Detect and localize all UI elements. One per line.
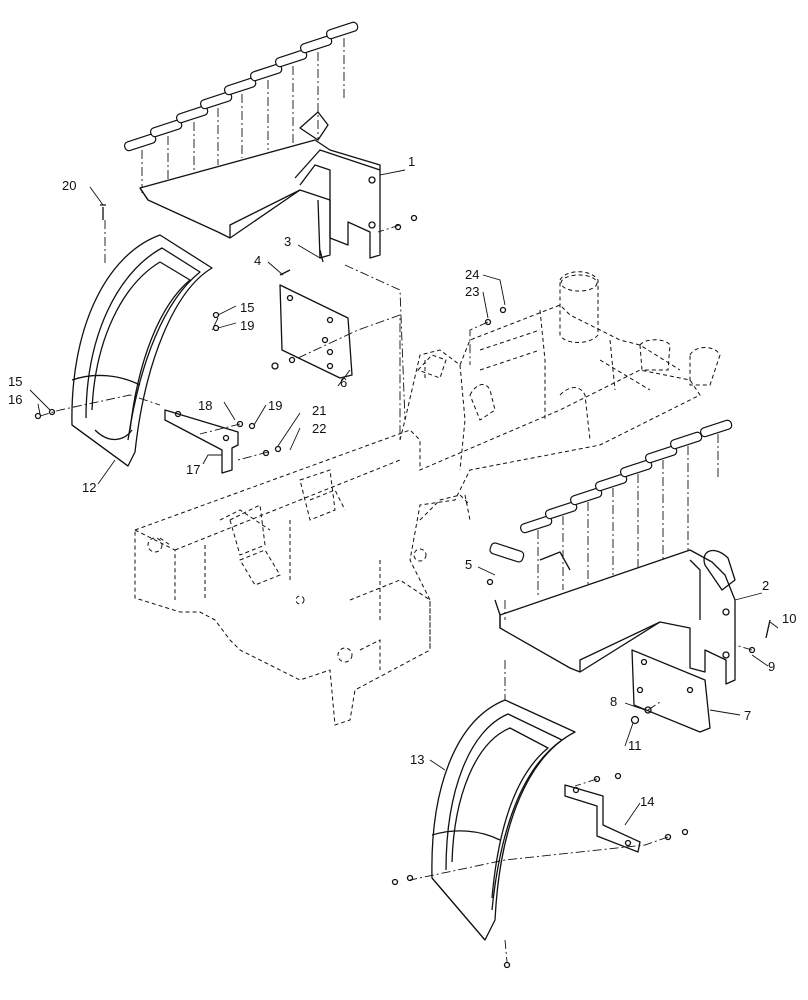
callout-20: 20 — [62, 178, 76, 193]
callout-4: 4 — [254, 253, 261, 268]
lower-step-platform — [494, 549, 736, 685]
callout-18: 18 — [198, 398, 212, 413]
callout-6: 6 — [340, 375, 347, 390]
right-fender-bracket — [564, 784, 641, 853]
callout-15-upper: 15 — [240, 300, 254, 315]
lower-mud-flap-plate — [631, 649, 711, 733]
callout-16: 16 — [8, 392, 22, 407]
tread-pad — [489, 542, 525, 563]
fastener-hardware — [34, 204, 771, 969]
callout-21: 21 — [312, 403, 326, 418]
callout-22: 22 — [312, 421, 326, 436]
callout-9: 9 — [768, 659, 775, 674]
callout-5: 5 — [465, 557, 472, 572]
callout-labels: 1 2 3 4 5 6 7 8 9 10 11 12 13 14 15 15 1… — [8, 154, 796, 809]
callout-3: 3 — [284, 234, 291, 249]
left-fender — [71, 234, 213, 467]
callout-12: 12 — [82, 480, 96, 495]
callout-19-upper: 19 — [240, 318, 254, 333]
upper-step-platform — [139, 111, 381, 259]
callout-14: 14 — [640, 794, 654, 809]
callout-24: 24 — [465, 267, 479, 282]
callout-23: 23 — [465, 284, 479, 299]
callout-2: 2 — [762, 578, 769, 593]
callout-13: 13 — [410, 752, 424, 767]
tractor-chassis-frame — [134, 271, 721, 726]
assembly-centerlines — [39, 220, 753, 963]
upper-mud-flap-plate — [279, 284, 353, 379]
callout-17: 17 — [186, 462, 200, 477]
callout-leaders — [29, 169, 779, 826]
right-fender — [431, 699, 576, 941]
left-fender-bracket — [164, 409, 239, 474]
callout-1: 1 — [408, 154, 415, 169]
callout-19-lower: 19 — [268, 398, 282, 413]
callout-15-lower: 15 — [8, 374, 22, 389]
callout-8: 8 — [610, 694, 617, 709]
callout-7: 7 — [744, 708, 751, 723]
upper-tread-strips — [123, 21, 359, 195]
callout-10: 10 — [782, 611, 796, 626]
callout-11: 11 — [628, 738, 642, 753]
lower-tread-strips — [519, 419, 733, 595]
